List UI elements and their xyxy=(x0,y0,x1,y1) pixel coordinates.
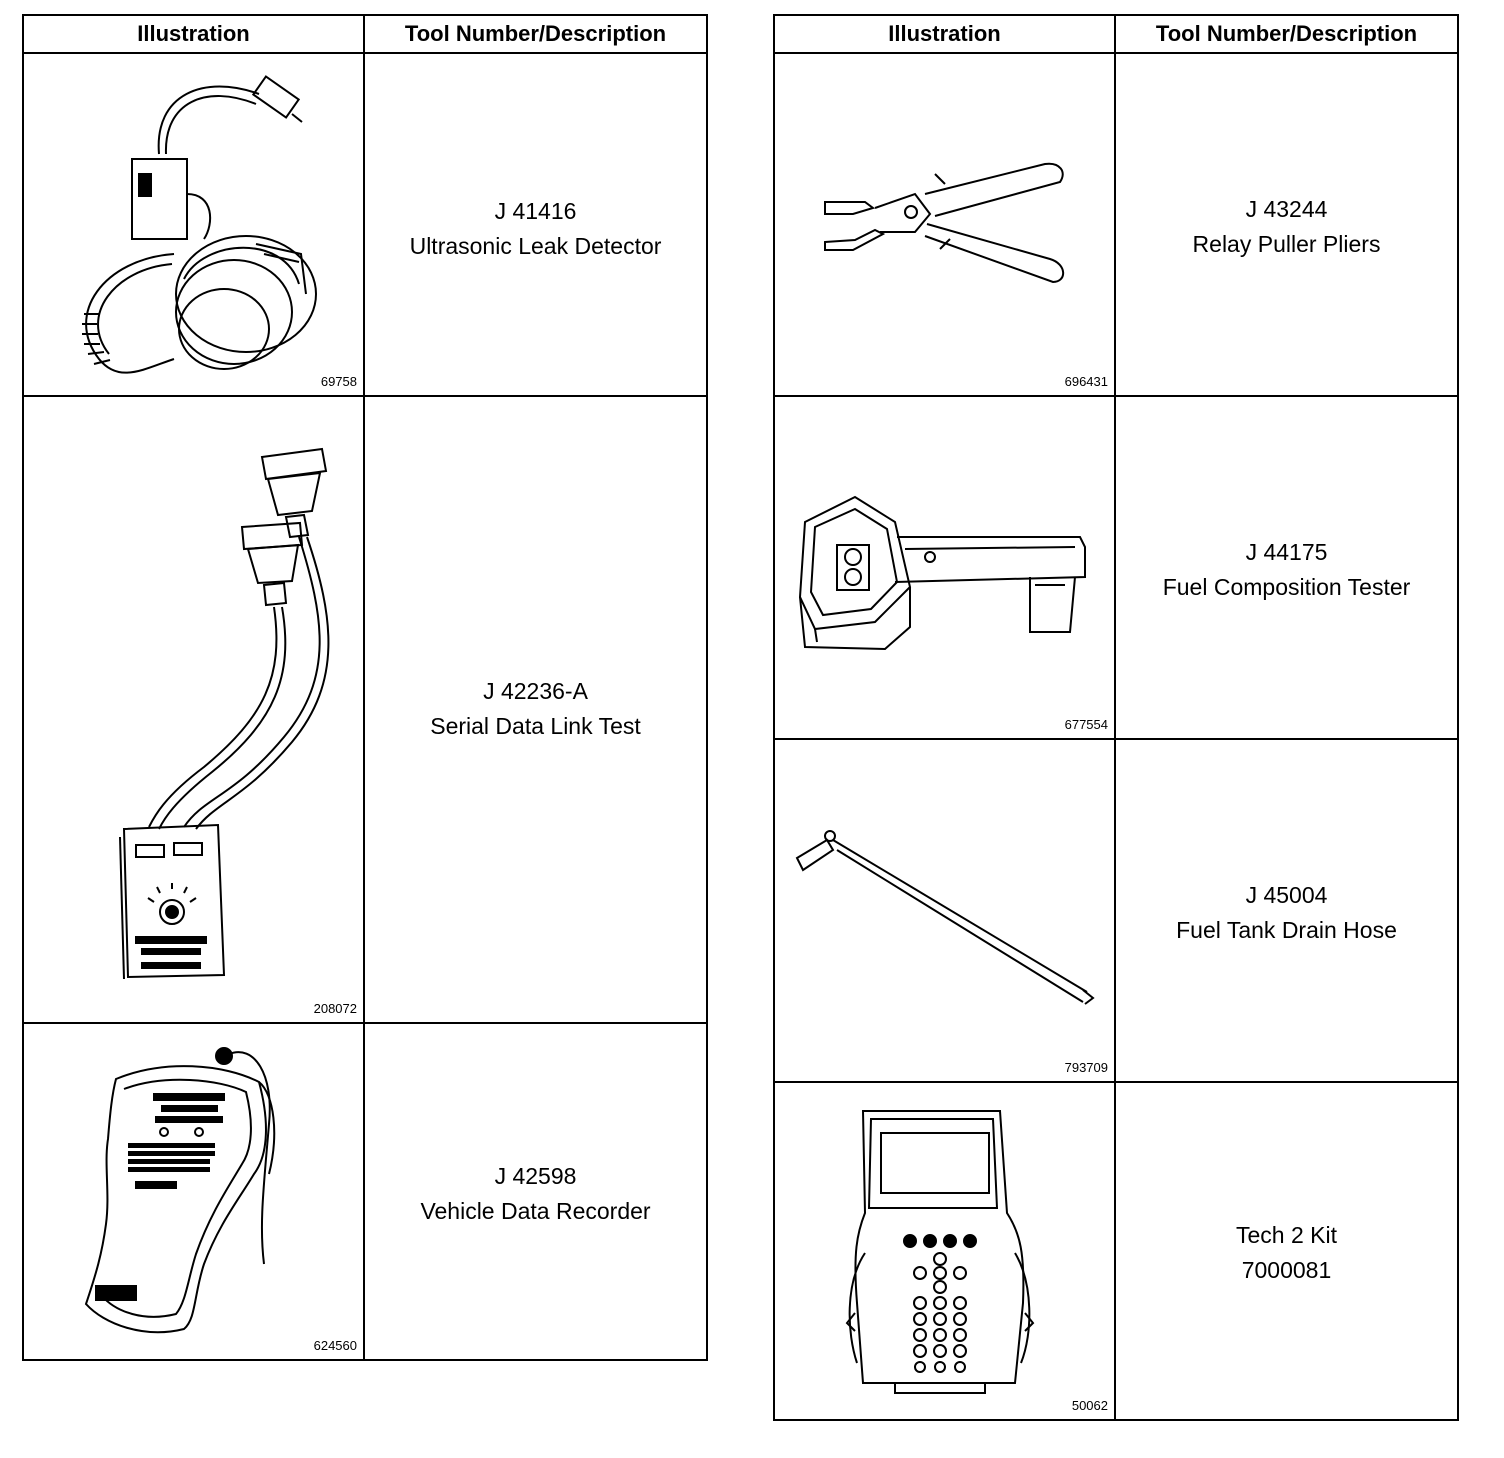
tool-number: J 44175 xyxy=(1245,539,1328,565)
tool-description: Fuel Composition Tester xyxy=(1162,574,1411,600)
illustration-cell: 696431 xyxy=(773,52,1116,397)
figure-number: 793709 xyxy=(1064,1060,1108,1075)
table-row: 50062 Tech 2 Kit 7000081 xyxy=(773,1081,1459,1421)
table-header-row: Illustration Tool Number/Description xyxy=(773,14,1459,54)
serial-data-link-tester-icon xyxy=(119,447,330,980)
fuel-tank-drain-hose-icon xyxy=(795,830,1095,1005)
description-cell: J 45004 Fuel Tank Drain Hose xyxy=(1114,738,1459,1083)
figure-number: 208072 xyxy=(313,1001,357,1016)
tool-number: J 45004 xyxy=(1245,882,1328,908)
header-tool-description: Tool Number/Description xyxy=(1114,14,1459,54)
illustration-cell: 793709 xyxy=(773,738,1116,1083)
illustration-cell: 208072 xyxy=(22,395,365,1024)
tool-number: J 41416 xyxy=(494,198,577,224)
table-row: 793709 J 45004 Fuel Tank Drain Hose xyxy=(773,738,1459,1083)
tool-number: J 43244 xyxy=(1245,196,1328,222)
table-row: 696431 J 43244 Relay Puller Pliers xyxy=(773,52,1459,397)
illustration-cell: 69758 xyxy=(22,52,365,397)
table-row: 677554 J 44175 Fuel Composition Tester xyxy=(773,395,1459,740)
description-cell: Tech 2 Kit 7000081 xyxy=(1114,1081,1459,1421)
tech-2-scan-tool-icon xyxy=(845,1110,1035,1394)
tool-number: Tech 2 Kit xyxy=(1236,1222,1337,1248)
header-illustration: Illustration xyxy=(22,14,365,54)
figure-number: 50062 xyxy=(1071,1398,1108,1413)
description-cell: J 44175 Fuel Composition Tester xyxy=(1114,395,1459,740)
description-cell: J 41416 Ultrasonic Leak Detector xyxy=(363,52,708,397)
figure-number: 624560 xyxy=(313,1338,357,1353)
description-cell: J 42236-A Serial Data Link Test xyxy=(363,395,708,1024)
right-tool-table: Illustration Tool Number/Description 696… xyxy=(773,14,1459,1421)
tool-description: Fuel Tank Drain Hose xyxy=(1176,917,1397,943)
tool-description: Relay Puller Pliers xyxy=(1192,231,1381,257)
header-illustration: Illustration xyxy=(773,14,1116,54)
ultrasonic-leak-detector-icon xyxy=(82,75,317,374)
figure-number: 696431 xyxy=(1064,374,1108,389)
header-tool-description: Tool Number/Description xyxy=(363,14,708,54)
description-cell: J 42598 Vehicle Data Recorder xyxy=(363,1022,708,1361)
illustration-cell: 50062 xyxy=(773,1081,1116,1421)
fuel-composition-tester-icon xyxy=(798,495,1086,651)
tool-number: J 42598 xyxy=(494,1163,577,1189)
tool-description: 7000081 xyxy=(1241,1257,1332,1283)
description-cell: J 43244 Relay Puller Pliers xyxy=(1114,52,1459,397)
vehicle-data-recorder-icon xyxy=(84,1047,276,1334)
figure-number: 677554 xyxy=(1064,717,1108,732)
tool-description: Ultrasonic Leak Detector xyxy=(409,233,662,259)
illustration-cell: 624560 xyxy=(22,1022,365,1361)
table-header-row: Illustration Tool Number/Description xyxy=(22,14,708,54)
figure-number: 69758 xyxy=(320,374,357,389)
tool-description: Serial Data Link Test xyxy=(430,713,641,739)
tool-description: Vehicle Data Recorder xyxy=(420,1198,651,1224)
relay-puller-pliers-icon xyxy=(824,162,1065,284)
table-row: 69758 J 41416 Ultrasonic Leak Detector xyxy=(22,52,708,397)
left-tool-table: Illustration Tool Number/Description xyxy=(22,14,708,1361)
illustration-cell: 677554 xyxy=(773,395,1116,740)
tool-number: J 42236-A xyxy=(483,678,588,704)
table-row: 208072 J 42236-A Serial Data Link Test xyxy=(22,395,708,1024)
table-row: 624560 J 42598 Vehicle Data Recorder xyxy=(22,1022,708,1361)
